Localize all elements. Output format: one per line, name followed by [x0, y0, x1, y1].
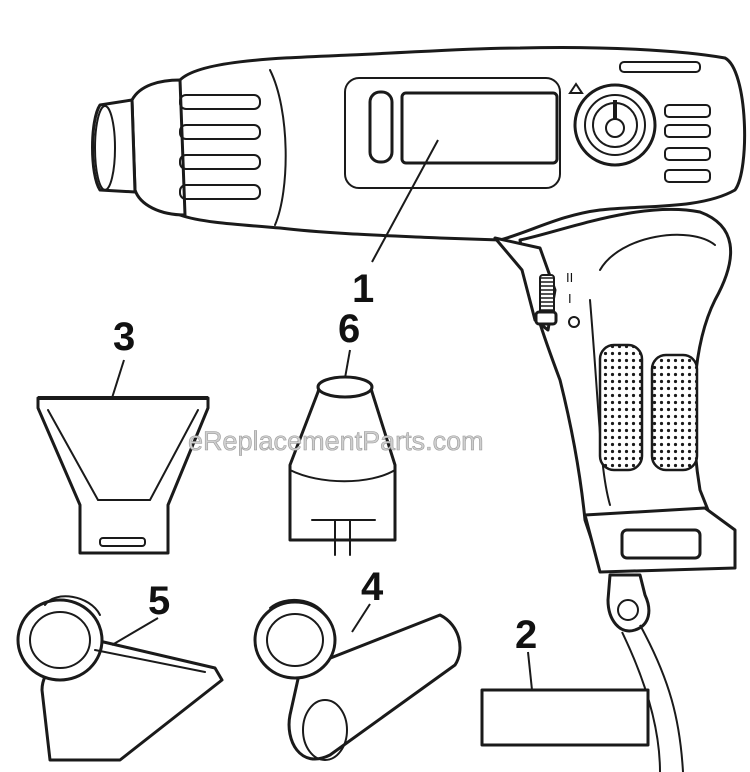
cone-nozzle — [288, 375, 397, 556]
leader-line-1 — [371, 139, 439, 263]
watermark: eReplacementParts.com — [188, 426, 484, 456]
callout-4: 4 — [361, 565, 384, 609]
trigger-mark-1: I — [568, 291, 572, 306]
heat-gun-body: II I — [91, 46, 747, 574]
reflector-nozzle — [253, 598, 462, 761]
callout-5: 5 — [148, 579, 170, 623]
trigger-mark-0-icon — [568, 316, 580, 328]
callout-1: 1 — [352, 267, 374, 311]
grip-pad-left — [598, 343, 644, 472]
leader-line-4 — [351, 603, 371, 633]
scraper-attachment — [16, 595, 224, 762]
callout-3: 3 — [113, 315, 135, 359]
leader-line-5 — [111, 617, 159, 646]
heat-gun-nozzle — [91, 98, 137, 194]
power-cord — [606, 573, 684, 772]
instruction-manual — [480, 688, 650, 747]
trigger-mark-2: II — [566, 270, 573, 285]
leader-line-2 — [527, 651, 533, 691]
temperature-dial-icon — [573, 83, 657, 167]
callout-2: 2 — [515, 613, 537, 657]
callout-6: 6 — [338, 307, 360, 351]
display-window — [400, 91, 559, 165]
flat-nozzle — [36, 396, 210, 555]
leader-line-6 — [344, 349, 351, 379]
grip-pad-right — [650, 353, 699, 472]
leader-line-3 — [111, 359, 125, 399]
